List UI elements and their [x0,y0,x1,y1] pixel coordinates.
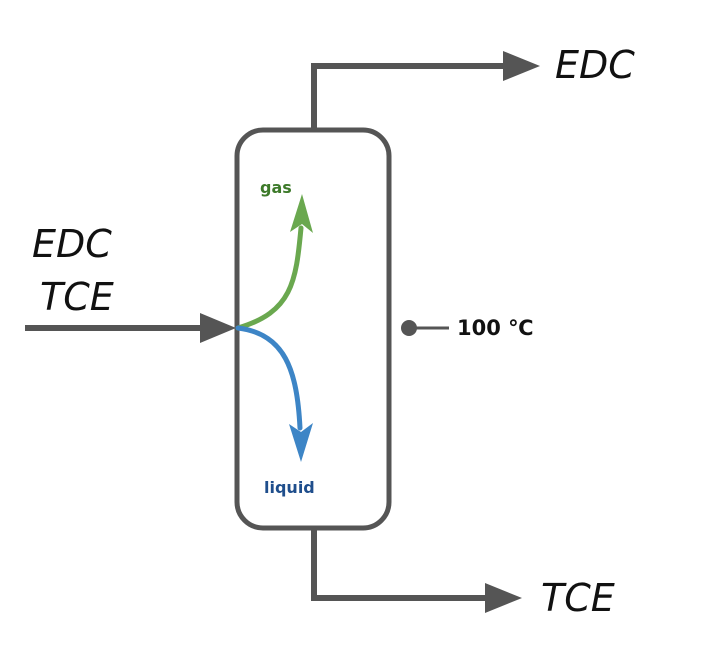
liquid-label: liquid [264,478,315,497]
gas-arrow-head [290,194,313,233]
feed-label-edc: EDC [32,222,112,266]
bottom-product-stream-line [311,528,492,601]
liquid-arrow-head [289,423,313,462]
top-product-stream-line [311,63,510,130]
bottom-product-label: TCE [541,576,615,620]
bottom-product-arrow-head [485,583,522,613]
temperature-label: 100 ℃ [457,316,534,340]
gas-flow-curve [235,225,304,331]
feed-arrow-head [200,313,236,343]
top-product-label: EDC [555,43,635,87]
gas-label: gas [260,178,292,197]
top-product-arrow-head [503,51,540,81]
feed-label-tce: TCE [40,275,114,319]
liquid-flow-curve [235,325,303,431]
